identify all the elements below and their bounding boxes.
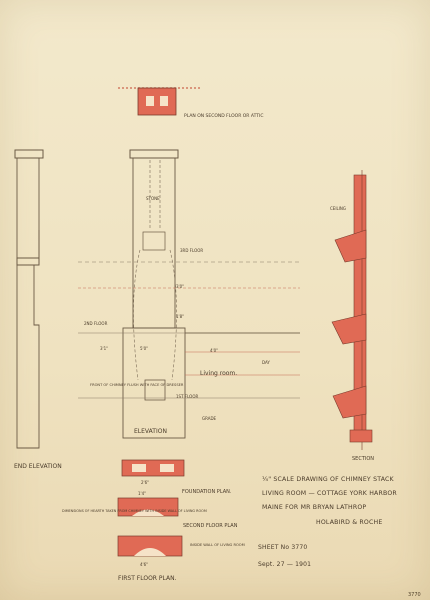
drawing-date: Sept. 27 — 1901 [258,561,311,568]
architect-name: HOLABIRD & ROCHE [316,519,383,526]
first-floor-plan-label: FIRST FLOOR PLAN. [118,575,177,582]
foundation-plan-label: FOUNDATION PLAN. [182,489,232,495]
dim-2: 1'8" [176,314,184,319]
title-line-2: LIVING ROOM — COTTAGE YORK HARBOR [262,490,397,497]
first-floor-plan: INSIDE WALL OF LIVING ROOM FIRST FLOOR P… [117,535,245,582]
living-room-label: Living room. [200,370,237,377]
dim-7: 1'4" [138,491,146,496]
stone-label: STONE [146,196,160,201]
elevation-label: ELEVATION [134,428,167,435]
end-elevation-label: END ELEVATION [14,463,62,470]
ceiling-label: CEILING [330,206,346,211]
title-line-1: ¼" SCALE DRAWING OF CHIMNEY STACK [262,476,395,483]
attic-plan: PLAN ON SECOND FLOOR OR ATTIC [118,87,263,119]
section-label: SECTION [352,456,374,462]
dim-6: 2'6" [141,480,149,485]
day-label: DAY [262,360,270,365]
sheet-number: SHEET No 3770 [258,544,307,551]
dim-8: 4'6" [140,562,148,567]
title-block: ¼" SCALE DRAWING OF CHIMNEY STACK LIVING… [258,476,421,598]
dim-3: 4'0" [210,348,218,353]
dim-1: 3'0" [176,284,184,289]
dim-5: 5'0" [140,346,148,351]
end-elevation: END ELEVATION [14,149,62,470]
second-floor-plan: SECOND FLOOR PLAN DIMENSIONS OF HEARTH T… [62,491,238,529]
second-floor-plan-label: SECOND FLOOR PLAN [183,523,238,529]
main-elevation: 3RD FLOOR 2ND FLOOR 1ST FLOOR Living roo… [78,149,300,439]
dim-4: 3'1" [100,346,108,351]
attic-flue-block [137,87,177,116]
attic-plan-label: PLAN ON SECOND FLOOR OR ATTIC [184,113,263,119]
second-floor-label: 2ND FLOOR [84,321,108,326]
first-floor-label: 1ST FLOOR [176,394,198,399]
front-note: FRONT OF CHIMNEY FLUSH WITH FACE OF DRES… [90,383,184,387]
corner-mark: 3770 [408,592,421,598]
grade-label: GRADE [202,416,217,421]
foundation-plan: FOUNDATION PLAN. 2'6" [121,459,232,495]
section-view: CEILING SECTION [330,170,374,462]
title-line-3: MAINE FOR MR BRYAN LATHROP [262,504,366,511]
first-floor-note: INSIDE WALL OF LIVING ROOM [190,543,245,547]
third-floor-label: 3RD FLOOR [180,248,203,253]
second-floor-note: DIMENSIONS OF HEARTH TAKEN FROM CHIMNEY … [62,509,207,513]
